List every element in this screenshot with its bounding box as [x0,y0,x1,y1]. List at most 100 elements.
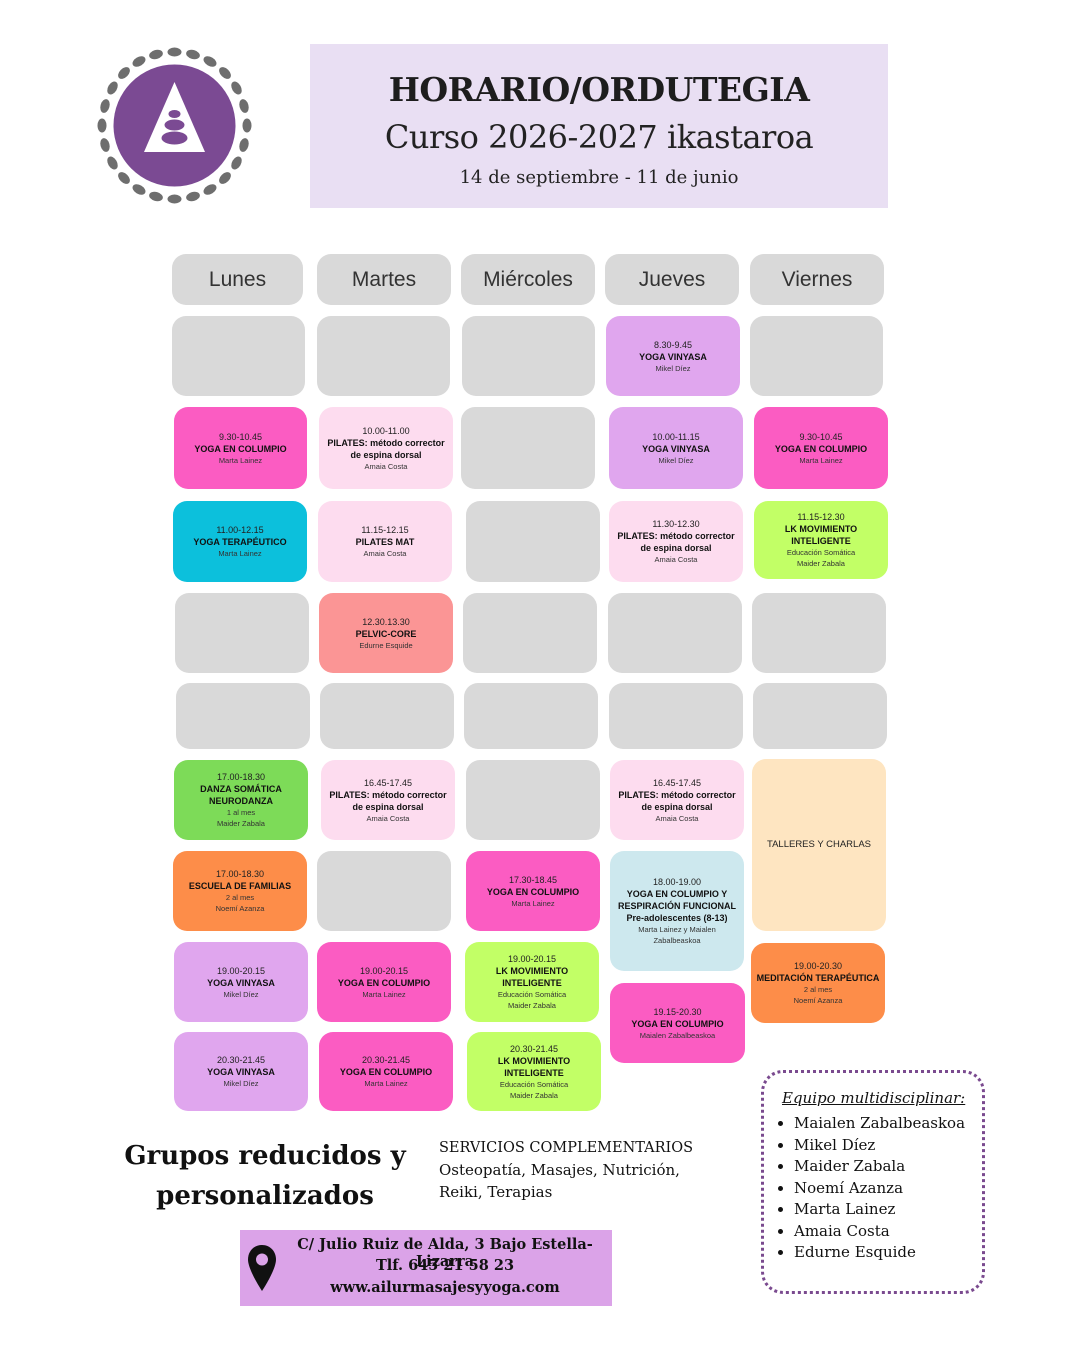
class-slot: 20.30-21.45 YOGA VINYASA Mikel Díez [174,1032,308,1111]
class-time: 19.00-20.15 [359,965,409,976]
class-name: ESCUELA DE FAMILIAS [188,881,292,891]
address-text: C/ Julio Ruiz de Alda, 3 Bajo Estella-Li… [297,1236,593,1270]
team-list: Maialen Zabalbeaskoa Mikel Díez Maider Z… [774,1113,965,1264]
class-teacher: Amaia Costa [366,813,410,823]
class-slot: 10.00-11.00 PILATES: método corrector de… [319,407,453,489]
phone-text: Tlf. 645 21 58 23 [375,1257,515,1274]
course-dates: 14 de septiembre - 11 de junio [459,167,739,188]
website-link[interactable]: www.ailurmasajesyyoga.com [330,1279,560,1296]
team-member: Noemí Azanza [794,1178,965,1200]
empty-slot [752,593,886,673]
class-name: Pre-adolescentes (8-13) [626,913,728,923]
class-time: 8.30-9.45 [653,339,693,350]
class-teacher: Marta Lainez y Maialen [638,925,716,934]
class-teacher: Amaia Costa [363,549,407,558]
class-name: NEURODANZA [209,796,273,806]
class-time: 19.00-20.30 [793,961,843,971]
class-teacher: Noemí Azanza [215,904,265,913]
class-note: Educación Somática [786,548,856,557]
class-name: YOGA VINYASA [207,977,275,988]
class-slot: 17.30-18.45 YOGA EN COLUMPIO Marta Laine… [466,851,600,931]
class-time: 20.30-21.45 [216,1055,266,1065]
class-name: LK MOVIMIENTO [495,966,569,976]
day-header-viernes: Viernes [750,254,884,305]
team-member: Maialen Zabalbeaskoa [794,1113,965,1135]
class-slot: 19.15-20.30 YOGA EN COLUMPIO Maialen Zab… [610,983,745,1063]
class-note: 2 al mes [225,893,255,902]
class-time: 12.30.13.30 [362,616,410,627]
empty-slot [464,683,598,749]
class-teacher: Mikel Díez [223,1079,259,1088]
contact-box: C/ Julio Ruiz de Alda, 3 Bajo Estella-Li… [240,1230,612,1306]
class-teacher: Noemí Azanza [793,996,843,1005]
class-note: 2 al mes [803,985,833,994]
class-time: 11.15-12.30 [797,512,845,522]
empty-slot [609,683,743,749]
team-member: Marta Lainez [794,1199,965,1221]
class-time: 10.00-11.15 [652,431,700,442]
empty-slot [463,593,597,673]
class-time: 9.30-10.45 [218,431,263,442]
class-teacher: Maider Zabala [797,559,845,568]
class-name: de espina dorsal [350,449,422,460]
groups-tagline: Grupos reducidos y personalizados [100,1136,430,1216]
class-teacher: Edurne Esquide [359,640,413,650]
class-name: YOGA EN COLUMPIO [339,1067,433,1077]
class-slot: 12.30.13.30 PELVIC-CORE Edurne Esquide [319,593,453,673]
class-slot: 19.00-20.30 MEDITACIÓN TERAPÉUTICA 2 al … [751,943,885,1023]
class-name: LK MOVIMIENTO [784,524,858,534]
empty-slot [608,593,742,673]
class-slot: 19.00-20.15 YOGA VINYASA Mikel Díez [174,942,308,1022]
class-name: MEDITACIÓN TERAPÉUTICA [756,973,880,983]
class-slot: 19.00-20.15 LK MOVIMIENTO INTELIGENTE Ed… [465,942,599,1022]
class-teacher: Maider Zabala [217,819,265,828]
class-slot: 11.30-12.30 PILATES: método corrector de… [609,501,743,582]
empty-slot [317,316,450,396]
class-name: YOGA VINYASA [642,443,710,454]
class-time: 17.30-18.45 [508,874,558,885]
workshops-label: TALLERES Y CHARLAS [766,839,872,850]
class-teacher: Mikel Díez [655,363,691,373]
class-slot: 17.00-18.30 DANZA SOMÁTICA NEURODANZA 1 … [174,760,308,840]
class-teacher: Mikel Díez [658,455,694,465]
class-teacher: Maider Zabala [510,1090,558,1100]
page-subtitle: Curso 2026-2027 ikastaroa [384,118,814,156]
empty-slot [753,683,887,749]
workshops-slot: TALLERES Y CHARLAS [752,759,886,931]
class-name: YOGA EN COLUMPIO [631,1018,724,1029]
class-name: de espina dorsal [641,801,713,812]
class-time: 11.15-12.15 [361,525,409,535]
class-time: 10.00-11.00 [362,425,410,436]
class-teacher: Marta Lainez [511,898,555,908]
day-header-martes: Martes [317,254,451,305]
groups-line-1: Grupos reducidos y [124,1141,406,1171]
empty-slot [176,683,310,749]
class-time: 17.00-18.30 [216,772,266,782]
empty-slot [175,593,309,673]
class-name: YOGA TERAPÉUTICO [193,537,287,547]
class-slot: 18.00-19.00 YOGA EN COLUMPIO Y RESPIRACI… [610,851,744,971]
class-name: PILATES: método corrector [327,437,445,448]
services-title: SERVICIOS COMPLEMENTARIOS [439,1140,694,1156]
team-title: Equipo multidisciplinar: [782,1089,966,1107]
class-time: 17.00-18.30 [215,869,265,879]
class-teacher: Maider Zabala [508,1001,556,1010]
class-time: 9.30-10.45 [799,431,843,442]
day-header-miercoles: Miércoles [461,254,595,305]
class-name: YOGA EN COLUMPIO [486,886,580,897]
services-block: SERVICIOS COMPLEMENTARIOS Osteopatía, Ma… [439,1137,739,1203]
header-box: HORARIO/ORDUTEGIA Curso 2026-2027 ikasta… [310,44,888,208]
class-name: de espina dorsal [352,801,424,812]
team-member: Mikel Díez [794,1135,965,1157]
class-teacher: Marta Lainez [362,989,406,999]
page-title: HORARIO/ORDUTEGIA [388,70,810,109]
class-name: YOGA VINYASA [207,1067,275,1077]
location-pin-icon [248,1245,276,1291]
class-note: Educación Somática [497,990,567,999]
class-slot: 20.30-21.45 YOGA EN COLUMPIO Marta Laine… [319,1032,453,1111]
class-time: 16.45-17.45 [363,777,413,788]
empty-slot [461,407,595,489]
class-name: INTELIGENTE [791,536,851,546]
empty-slot [320,683,454,749]
class-slot: 20.30-21.45 LK MOVIMIENTO INTELIGENTE Ed… [467,1032,601,1111]
